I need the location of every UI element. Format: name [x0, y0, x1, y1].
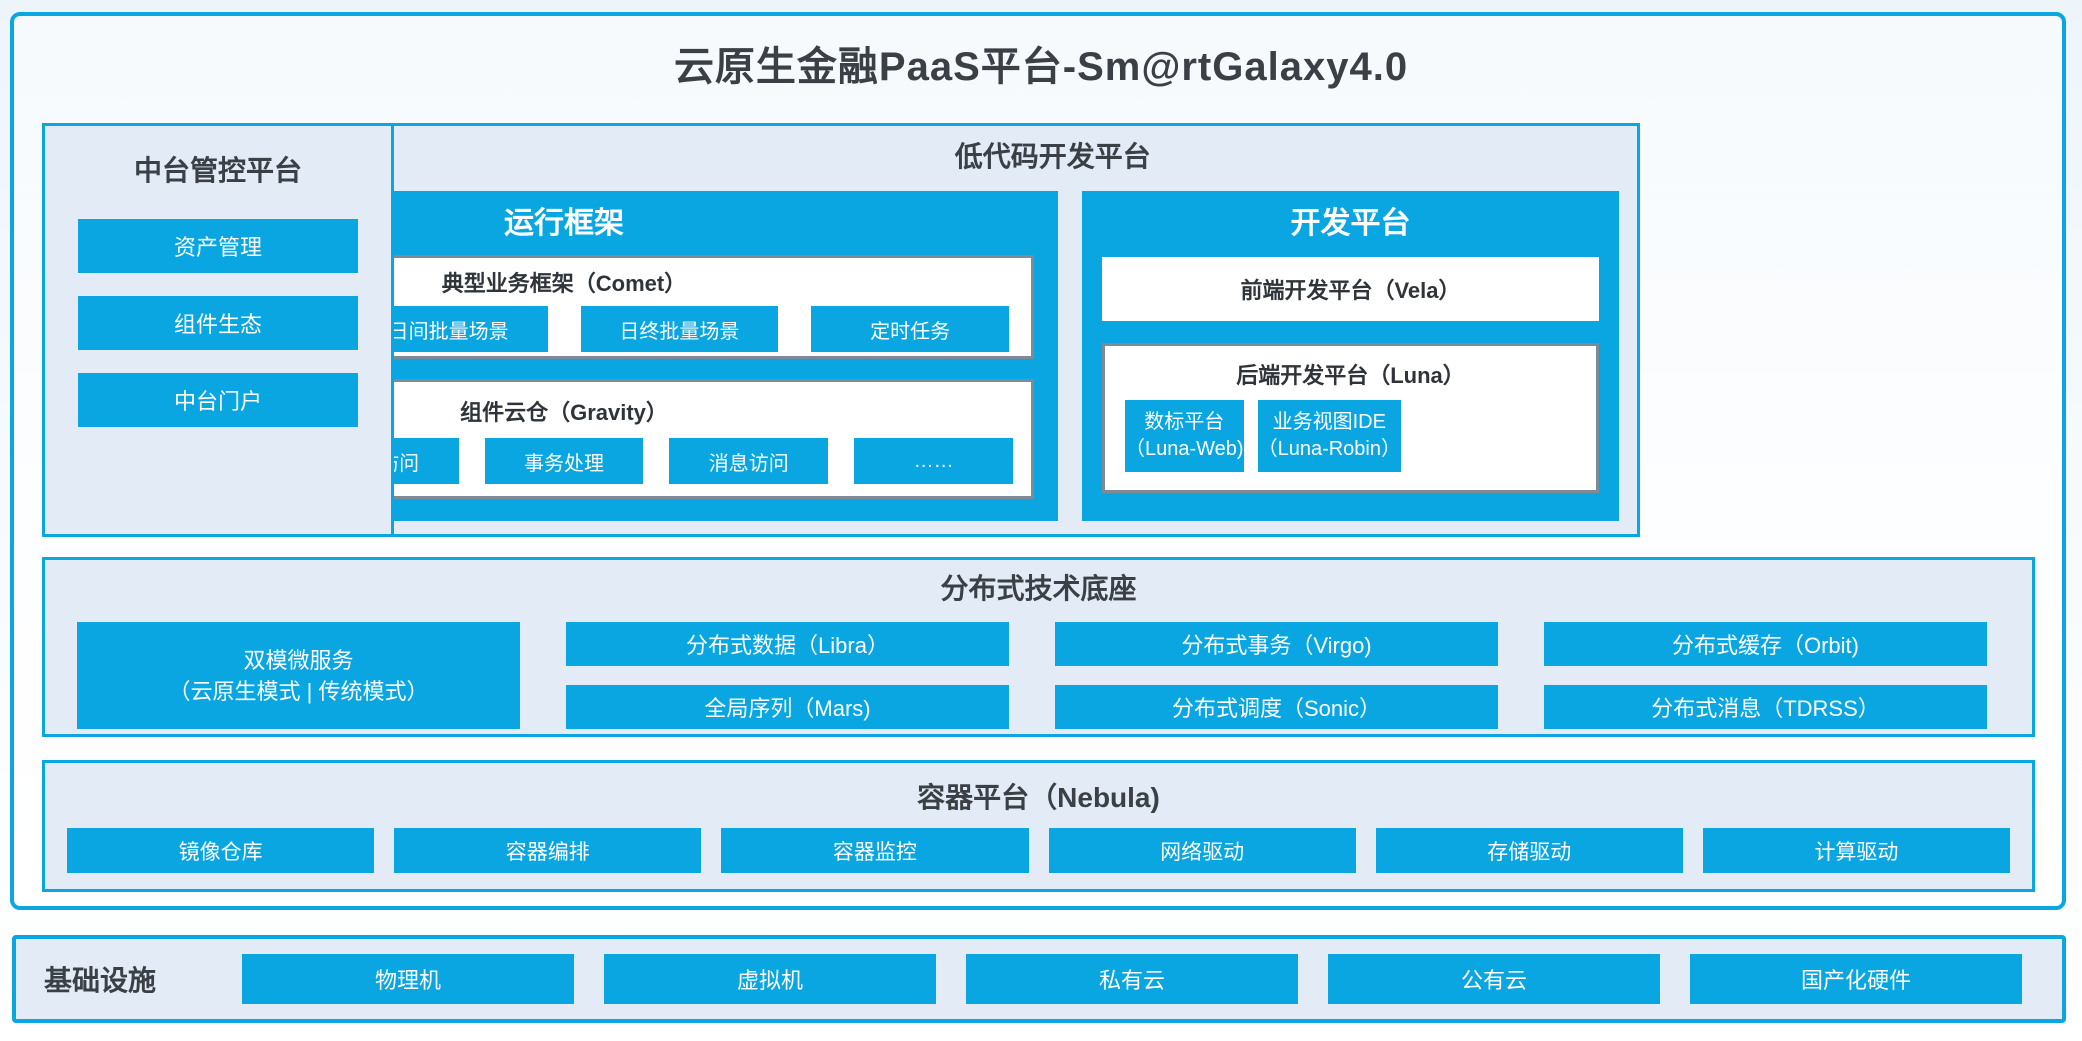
- node-distributed-message: 分布式消息（TDRSS）: [1544, 685, 1987, 729]
- luna-web-line2: （Luna-Web): [1125, 438, 1244, 460]
- node-distributed-cache: 分布式缓存（Orbit): [1544, 622, 1987, 666]
- container-platform-title: 容器平台（Nebula): [917, 782, 1160, 813]
- node-virtual-machine: 虚拟机: [604, 954, 936, 1004]
- page-title: 云原生金融PaaS平台-Sm@rtGalaxy4.0: [673, 45, 1409, 89]
- node-scheduled-task: 定时任务: [811, 306, 1009, 352]
- low-code-title: 低代码开发平台: [954, 141, 1151, 172]
- node-image-registry: 镜像仓库: [67, 828, 375, 873]
- node-physical-machine: 物理机: [242, 954, 574, 1004]
- node-distributed-scheduling: 分布式调度（Sonic）: [1055, 685, 1498, 729]
- mid-platform-title: 中台管控平台: [133, 155, 302, 186]
- distributed-body: 双模微服务 （云原生模式 | 传统模式） 分布式数据（Libra） 全局序列（M…: [77, 622, 1989, 729]
- node-public-cloud: 公有云: [1328, 954, 1660, 1004]
- distributed-col-1: 分布式数据（Libra） 全局序列（Mars): [566, 622, 1009, 729]
- node-domestic-hardware: 国产化硬件: [1690, 954, 2022, 1004]
- node-global-sequence: 全局序列（Mars): [566, 685, 1009, 729]
- node-container-orchestration: 容器编排: [394, 828, 702, 873]
- section-container-platform: 容器平台（Nebula) 镜像仓库 容器编排 容器监控 网络驱动 存储驱动 计算…: [42, 760, 2035, 892]
- node-more-ellipsis: ……: [854, 438, 1013, 484]
- dual-mode-line1: 双模微服务: [243, 647, 354, 673]
- comet-title: 典型业务框架（Comet）: [441, 271, 687, 296]
- node-luna-web: 数标平台 （Luna-Web): [1125, 400, 1244, 472]
- distributed-col-2: 分布式事务（Virgo) 分布式调度（Sonic）: [1055, 622, 1498, 729]
- runtime-framework-title: 运行框架: [504, 207, 624, 240]
- dual-mode-line2: （云原生模式 | 传统模式）: [168, 678, 429, 704]
- node-mid-platform-portal: 中台门户: [78, 373, 358, 427]
- distributed-col-3: 分布式缓存（Orbit) 分布式消息（TDRSS）: [1544, 622, 1987, 729]
- section-distributed-base: 分布式技术底座 双模微服务 （云原生模式 | 传统模式） 分布式数据（Libra…: [42, 557, 2035, 737]
- dev-platform-box: 开发平台 前端开发平台（Vela） 后端开发平台（Luna） 数标平台 （Lun…: [1082, 191, 1619, 521]
- node-luna-robin: 业务视图IDE （Luna-Robin）: [1257, 400, 1401, 472]
- container-items: 镜像仓库 容器编排 容器监控 网络驱动 存储驱动 计算驱动: [67, 828, 2011, 873]
- section-mid-platform: 中台管控平台 资产管理 组件生态 中台门户: [42, 123, 394, 537]
- luna-box: 后端开发平台（Luna） 数标平台 （Luna-Web) 业务视图IDE （Lu…: [1102, 343, 1599, 493]
- dev-platform-title: 开发平台: [1290, 207, 1411, 240]
- node-container-monitoring: 容器监控: [721, 828, 1029, 873]
- luna-robin-line2: （Luna-Robin）: [1257, 438, 1401, 460]
- section-infrastructure: 基础设施 物理机 虚拟机 私有云 公有云 国产化硬件: [12, 935, 2066, 1023]
- infrastructure-title: 基础设施: [44, 965, 157, 996]
- luna-items: 数标平台 （Luna-Web) 业务视图IDE （Luna-Robin）: [1125, 400, 1576, 472]
- node-asset-management: 资产管理: [78, 219, 358, 273]
- luna-robin-line1: 业务视图IDE: [1272, 411, 1386, 433]
- node-distributed-data: 分布式数据（Libra）: [566, 622, 1009, 666]
- gravity-title: 组件云仓（Gravity）: [460, 400, 668, 425]
- node-message-access: 消息访问: [669, 438, 829, 484]
- node-dual-mode-microservice: 双模微服务 （云原生模式 | 传统模式）: [77, 622, 520, 729]
- node-component-ecosystem: 组件生态: [78, 296, 358, 350]
- node-network-driver: 网络驱动: [1048, 828, 1356, 873]
- node-distributed-transaction: 分布式事务（Virgo): [1055, 622, 1498, 666]
- top-row: 低代码开发平台 运行框架 典型业务框架（Comet） 联机交易场景 日间批量场景…: [42, 123, 2033, 537]
- node-compute-driver: 计算驱动: [1702, 828, 2011, 873]
- node-storage-driver: 存储驱动: [1375, 828, 1683, 873]
- node-vela-frontend: 前端开发平台（Vela）: [1102, 257, 1599, 321]
- luna-web-line1: 数标平台: [1144, 411, 1225, 433]
- luna-title: 后端开发平台（Luna）: [1236, 363, 1465, 388]
- node-private-cloud: 私有云: [966, 954, 1298, 1004]
- node-eod-batch: 日终批量场景: [580, 306, 779, 352]
- distributed-title: 分布式技术底座: [940, 573, 1137, 604]
- node-transaction-processing: 事务处理: [484, 438, 644, 484]
